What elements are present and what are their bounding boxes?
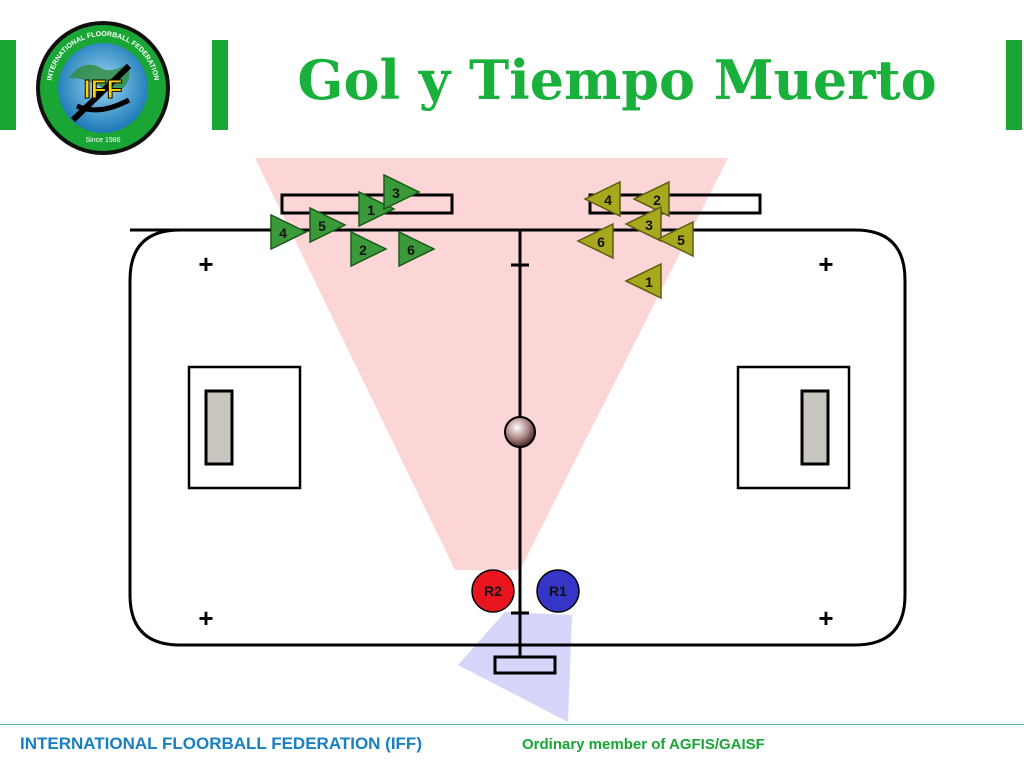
decor-bar-middle [212,40,228,130]
svg-text:1: 1 [367,202,375,218]
goal-right [800,389,830,466]
team-right-player: 6 [576,222,614,260]
logo-since-text: Since 1986 [85,137,120,144]
referee-r1: R1 [536,569,580,613]
team-left-player: 4 [270,213,308,251]
svg-text:5: 5 [318,218,326,234]
svg-text:3: 3 [392,185,400,201]
page-title: Gol y Tiempo Muerto [297,48,937,112]
team-right-player: 1 [624,262,662,300]
team-left-player: 3 [383,173,421,211]
footer-membership: Ordinary member of AGFIS/GAISF [522,736,765,753]
faceoff-marker-top-left: + [198,249,213,279]
decor-bar-left [0,40,16,130]
faceoff-marker-top-right: + [818,249,833,279]
view-zone-r2 [458,612,572,722]
logo-center-text: IFF [84,74,123,104]
svg-text:2: 2 [359,242,367,258]
footer-organization: INTERNATIONAL FLOORBALL FEDERATION (IFF) [20,734,422,753]
svg-text:4: 4 [279,225,287,241]
svg-text:1: 1 [645,274,653,290]
footer-divider [0,724,1024,725]
svg-text:5: 5 [677,232,685,248]
faceoff-marker-bottom-left: + [198,603,213,633]
faceoff-marker-bottom-right: + [818,603,833,633]
team-right-player: 5 [656,220,694,258]
decor-bar-right [1006,40,1022,130]
secretary-table [493,655,557,675]
view-zone-r1 [255,158,728,570]
rink-boundary [128,228,907,647]
iff-logo: IFF INTERNATIONAL FLOORBALL FEDERATION S… [36,21,170,155]
team-right-player: 3 [624,205,662,243]
svg-text:4: 4 [604,192,612,208]
svg-text:R2: R2 [484,583,502,599]
svg-text:2: 2 [653,192,661,208]
substitution-zone-right [588,193,762,215]
goal-area-right [736,365,851,490]
team-left-player: 5 [309,206,347,244]
svg-text:6: 6 [407,242,415,258]
team-right-player: 4 [583,180,621,218]
referee-r2: R2 [471,569,515,613]
svg-text:3: 3 [645,217,653,233]
svg-text:6: 6 [597,234,605,250]
team-left-player: 1 [358,190,396,228]
team-left-player: 6 [398,230,436,268]
team-left-player: 2 [350,230,388,268]
goal-left [204,389,234,466]
ball [504,416,536,448]
svg-text:R1: R1 [549,583,567,599]
